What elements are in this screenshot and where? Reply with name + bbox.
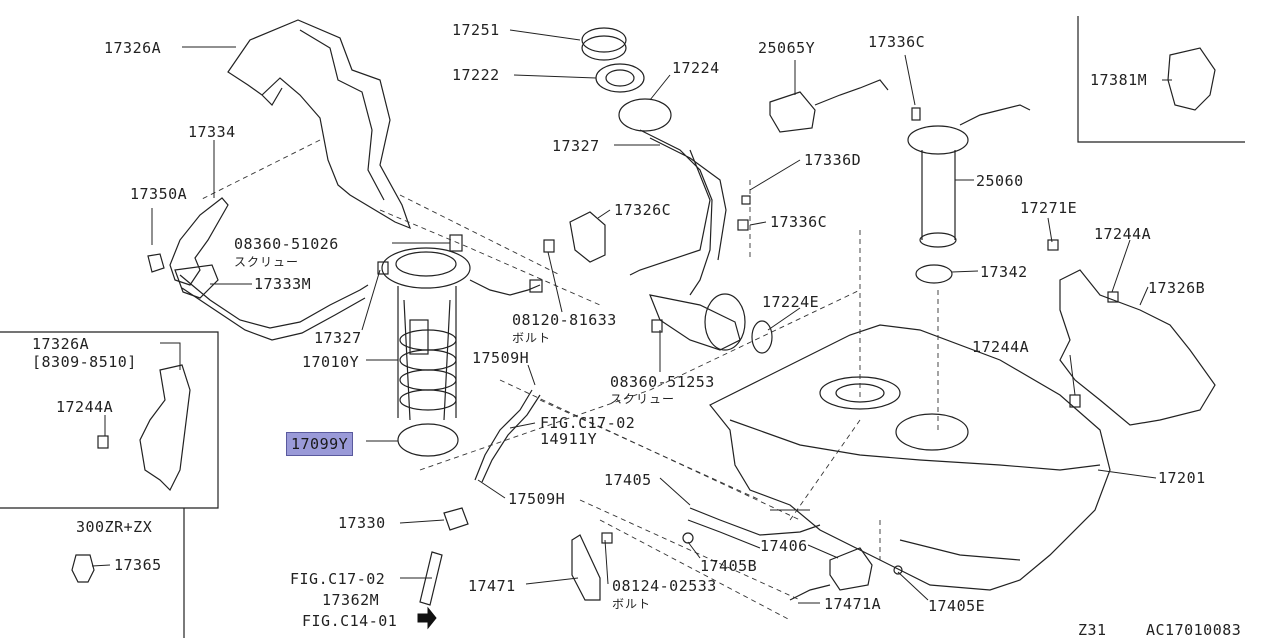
- callout-17201: 17201: [1158, 469, 1206, 487]
- callout-17326c: 17326C: [614, 201, 672, 219]
- canister-17406: [829, 547, 873, 591]
- bracket-17471: [571, 534, 601, 601]
- shield-17326b: [1059, 269, 1216, 426]
- callout-17333m: 17333M: [254, 275, 312, 293]
- callout-17405b: 17405B: [700, 557, 758, 575]
- inset-frame-right: [1077, 16, 1245, 143]
- filter-17330: [443, 507, 469, 531]
- hose-17362m: [419, 551, 443, 606]
- callout-17271e: 17271E: [1020, 199, 1078, 217]
- callout-17010y: 17010Y: [302, 353, 360, 371]
- model-code: Z31: [1078, 621, 1107, 639]
- hose-14911y: [474, 389, 541, 483]
- heat-shield-17326a: [227, 19, 411, 230]
- callout-17326a: 17326A: [104, 39, 162, 57]
- callout-17327-left: 17327: [314, 329, 362, 347]
- callout-17327-mid: 17327: [552, 137, 600, 155]
- inset-part-17326a: 17326A: [32, 335, 90, 353]
- callout-17406: 17406: [760, 537, 808, 555]
- callout-17334: 17334: [188, 123, 236, 141]
- callout-08120-81633: 08120-81633: [512, 311, 617, 329]
- callout-17336c-top: 17336C: [868, 33, 926, 51]
- callout-17350a: 17350A: [130, 185, 188, 203]
- inset-frame-left: [0, 331, 219, 509]
- callout-08124-02533-bolt: ボルト: [612, 597, 652, 611]
- callout-17326b: 17326B: [1148, 279, 1206, 297]
- callout-17251: 17251: [452, 21, 500, 39]
- callout-17099y-highlighted[interactable]: 17099Y: [286, 432, 354, 456]
- callout-17222: 17222: [452, 66, 500, 84]
- callout-17405e: 17405E: [928, 597, 986, 615]
- illustration-code: AC17010083: [1146, 621, 1242, 639]
- inset-bolt-17244a: 17244A: [56, 398, 114, 416]
- inset-date-range: [8309-8510]: [32, 353, 137, 371]
- bracket-17326c: [569, 211, 606, 263]
- callout-17509h-top: 17509H: [472, 349, 530, 367]
- callout-17471a: 17471A: [824, 595, 882, 613]
- sender-25060: [907, 125, 969, 155]
- callout-fig-c17-02-b: FIG.C17-02: [290, 570, 386, 588]
- fuel-pump-17010y: [397, 286, 457, 421]
- callout-17336c-mid: 17336C: [770, 213, 828, 231]
- callout-17362m: 17362M: [322, 591, 380, 609]
- callout-08360-51253-screw: スクリュー: [610, 392, 676, 406]
- callout-14911y: 14911Y: [540, 430, 598, 448]
- callout-17330: 17330: [338, 514, 386, 532]
- callout-25065y: 25065Y: [758, 39, 816, 57]
- callout-17381m: 17381M: [1090, 71, 1148, 89]
- inset-variant-label: 300ZR+ZX: [76, 518, 153, 536]
- clip-17365: [71, 554, 95, 583]
- callout-08120-81633-bolt: ボルト: [512, 331, 552, 345]
- gasket-17222: [595, 63, 645, 93]
- filler-neck-17224: [618, 98, 672, 132]
- callout-08124-02533: 08124-02533: [612, 577, 717, 595]
- callout-17405: 17405: [604, 471, 652, 489]
- callout-fig-c17-02-a: FIG.C17-02: [540, 414, 636, 432]
- pipe-17333m: [179, 274, 369, 341]
- gasket-17224e: [751, 320, 773, 354]
- callout-fig-c14-01: FIG.C14-01: [302, 612, 398, 630]
- callout-08360-51253: 08360-51253: [610, 373, 715, 391]
- arrow-fig-c14-01: [417, 606, 437, 630]
- filler-hose-17334: [169, 197, 229, 286]
- clip-17381m: [1167, 47, 1216, 111]
- fuel-cap-17251: [581, 27, 627, 53]
- fuel-tank-17201: [709, 324, 1111, 591]
- inset-bracket-17326a: [139, 364, 191, 492]
- pump-top-plate: [381, 247, 471, 289]
- callout-17471: 17471: [468, 577, 516, 595]
- callout-17224e: 17224E: [762, 293, 820, 311]
- callout-08360-51026: 08360-51026: [234, 235, 339, 253]
- strainer-17099y: [397, 423, 459, 457]
- callout-17224: 17224: [672, 59, 720, 77]
- filler-tube: [649, 294, 741, 351]
- o-ring-17342: [915, 264, 953, 284]
- strap-17405: [687, 507, 821, 549]
- callout-17509h-bottom: 17509H: [508, 490, 566, 508]
- callout-17336d: 17336D: [804, 151, 862, 169]
- callout-25060: 25060: [976, 172, 1024, 190]
- callout-17244a-right-top: 17244A: [1094, 225, 1152, 243]
- callout-08360-51026-screw: スクリュー: [234, 255, 300, 269]
- callout-17365: 17365: [114, 556, 162, 574]
- callout-17244a-right-mid: 17244A: [972, 338, 1030, 356]
- callout-17342: 17342: [980, 263, 1028, 281]
- connector-25065y: [769, 91, 816, 133]
